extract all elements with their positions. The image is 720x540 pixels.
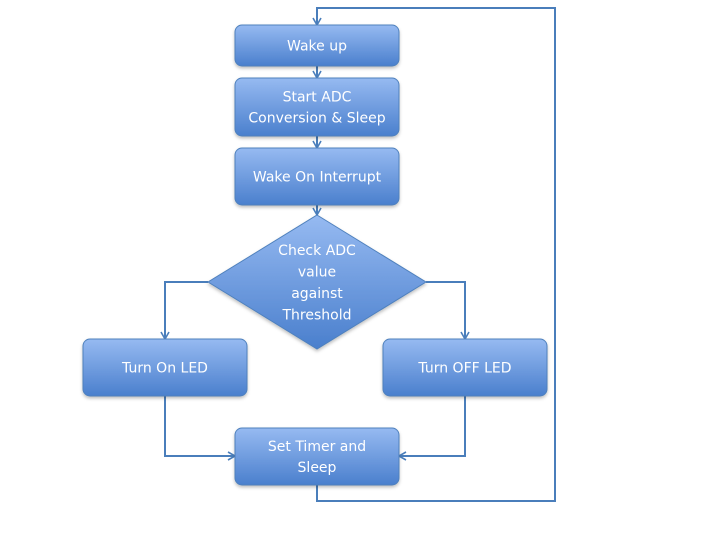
node-wake-up: Wake up [234, 24, 400, 67]
decision-diamond [207, 214, 427, 350]
connector-turn-off-led-to-set-timer [397, 396, 466, 461]
node-label: Check ADC [278, 243, 356, 259]
node-wake-on-interrupt: Wake On Interrupt [234, 147, 400, 206]
connector-check-adc-to-turn-on-led [160, 281, 208, 341]
connector-check-adc-to-turn-off-led [426, 281, 470, 341]
node-label: value [298, 264, 336, 280]
node-label: Wake On Interrupt [253, 170, 382, 186]
process-box [234, 24, 400, 67]
node-label: Sleep [298, 460, 337, 476]
process-box [82, 338, 248, 397]
node-label: Set Timer and [268, 439, 366, 455]
node-label: Wake up [287, 39, 347, 55]
node-label: Turn On LED [121, 361, 208, 377]
node-label: Conversion & Sleep [248, 111, 385, 127]
process-box [234, 147, 400, 206]
node-label: Turn OFF LED [417, 361, 511, 377]
connectors [160, 7, 556, 502]
node-label: Threshold [282, 307, 352, 323]
process-box [234, 427, 400, 486]
process-box [234, 77, 400, 137]
node-label: Start ADC [283, 90, 352, 106]
node-start-adc: Start ADC Conversion & Sleep [234, 77, 400, 137]
node-turn-on-led: Turn On LED [82, 338, 248, 397]
node-turn-off-led: Turn OFF LED [382, 338, 548, 397]
node-label: against [291, 286, 343, 302]
connector-turn-on-led-to-set-timer [164, 396, 237, 461]
connector-set-timer-to-wake-up [312, 7, 556, 502]
process-box [382, 338, 548, 397]
